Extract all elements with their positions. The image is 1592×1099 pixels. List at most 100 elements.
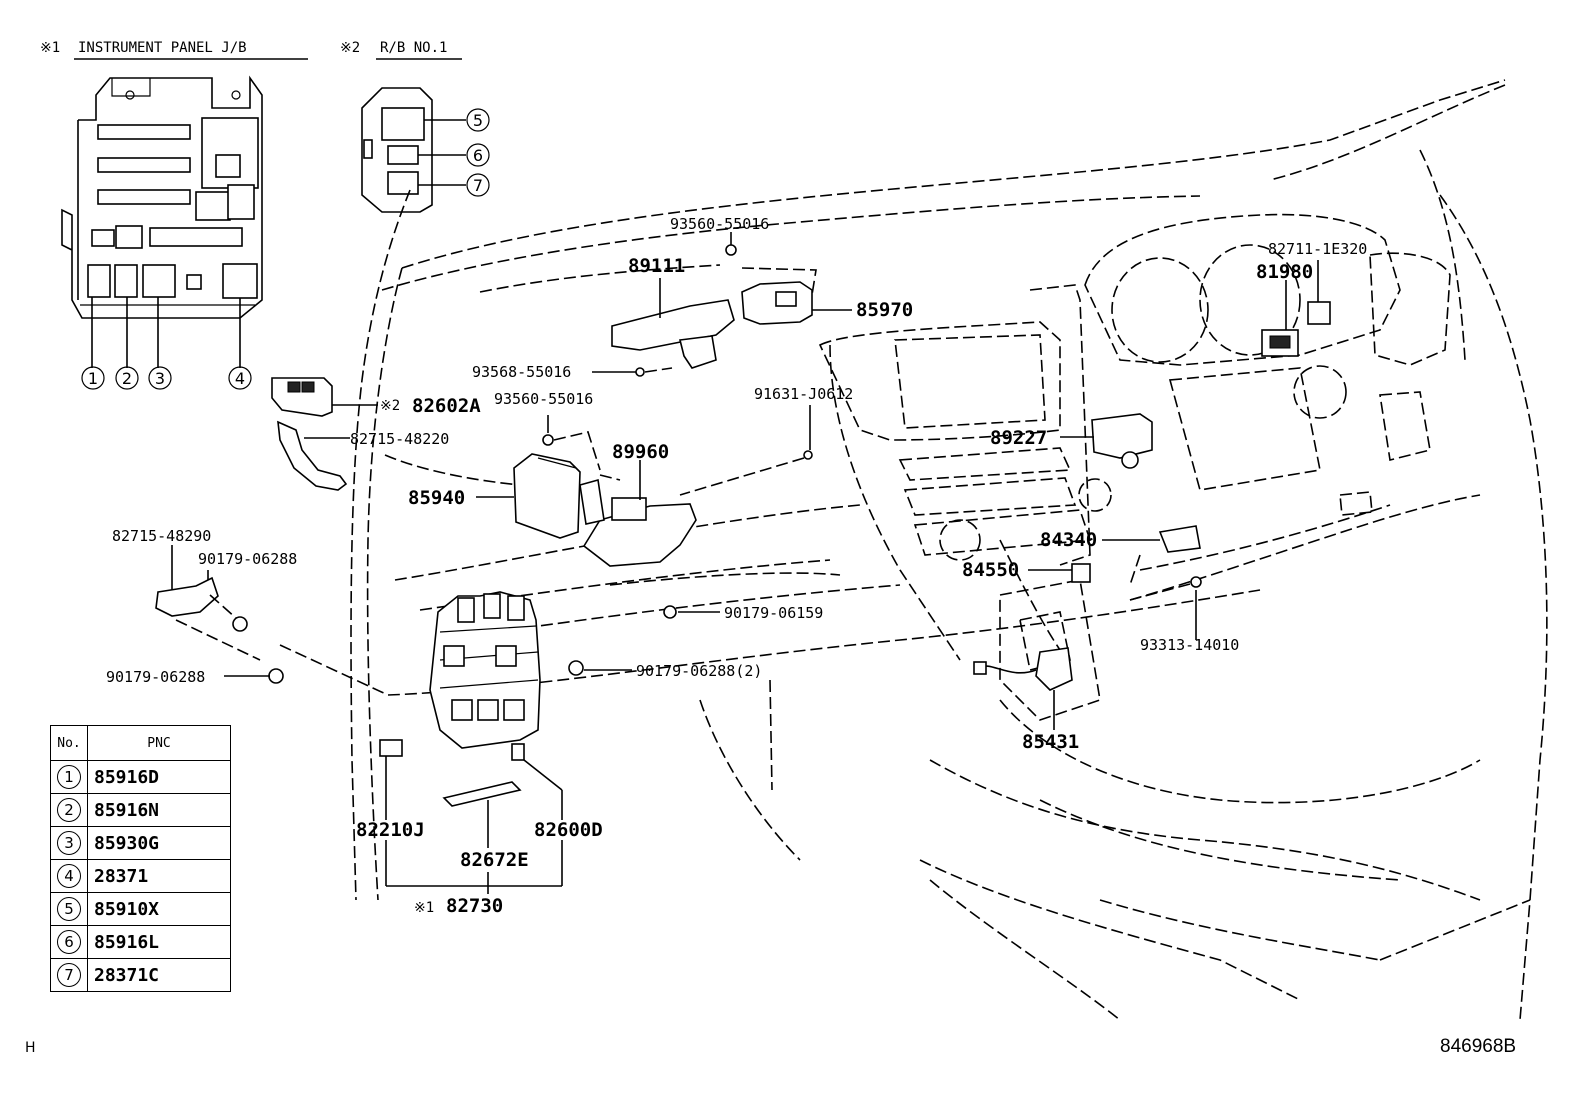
bracket-82730 xyxy=(385,840,563,894)
center-console-outline xyxy=(818,284,1112,721)
label-84550: 84550 xyxy=(962,559,1019,581)
table-row: 7 28371C xyxy=(50,958,231,992)
svg-text:1: 1 xyxy=(88,369,98,388)
instrument-cluster-outline xyxy=(1084,213,1451,516)
table-row: 2 85916N xyxy=(50,793,231,827)
label-93313-14010: 93313-14010 xyxy=(1140,636,1239,654)
label-85970: 85970 xyxy=(856,299,913,321)
circle-2: 2 xyxy=(115,366,139,390)
part-82730-jb xyxy=(429,591,541,749)
diagram-id: 846968B xyxy=(1440,1036,1517,1057)
row-pnc: 85910X xyxy=(87,892,231,926)
part-85431 xyxy=(973,647,1073,730)
svg-text:4: 4 xyxy=(235,369,245,388)
table-row: 5 85910X xyxy=(50,892,231,926)
bolt-91631-j0612 xyxy=(679,405,813,496)
circle-5: 5 xyxy=(466,108,490,132)
row-number: 5 xyxy=(57,897,81,921)
bracket-dash-c xyxy=(279,644,389,696)
circle-1: 1 xyxy=(81,366,105,390)
part-89227 xyxy=(1060,413,1153,469)
part-82715-48290 xyxy=(155,545,219,617)
row-pnc: 85916N xyxy=(87,793,231,827)
row-number: 4 xyxy=(57,864,81,888)
circle-4: 4 xyxy=(228,366,252,390)
row-number: 2 xyxy=(57,798,81,822)
table-header-pnc: PNC xyxy=(87,725,231,761)
table-row: 3 85930G xyxy=(50,826,231,860)
label-89960: 89960 xyxy=(612,441,669,463)
svg-text:5: 5 xyxy=(473,111,483,130)
row-number: 7 xyxy=(57,963,81,987)
table-header-no: No. xyxy=(50,725,88,761)
svg-text:3: 3 xyxy=(155,369,165,388)
row-number: 6 xyxy=(57,930,81,954)
bracket-dash-a xyxy=(175,619,261,661)
label-82602a-mark: ※2 xyxy=(380,398,400,414)
label-81980: 81980 xyxy=(1256,261,1313,283)
part-82602a xyxy=(271,377,378,417)
label-90179-06159: 90179-06159 xyxy=(724,604,823,622)
table-header-row: No. PNC xyxy=(50,725,231,761)
label-82602a: 82602A xyxy=(412,395,481,417)
part-81980 xyxy=(1261,280,1299,357)
part-82711-1e320 xyxy=(1307,260,1331,325)
footer-left-mark: H xyxy=(25,1040,36,1056)
circle-3: 3 xyxy=(148,366,172,390)
row-pnc: 28371C xyxy=(87,958,231,992)
svg-text:7: 7 xyxy=(473,176,483,195)
label-82600d: 82600D xyxy=(534,819,603,841)
part-89960 xyxy=(579,460,697,567)
label-84340: 84340 xyxy=(1040,529,1097,551)
bolt-93568-55016 xyxy=(592,367,673,377)
part-89111 xyxy=(611,278,735,369)
label-82711-1e320: 82711-1E320 xyxy=(1268,240,1367,258)
jb-mark: ※1 xyxy=(40,40,60,56)
nut-90179-06159 xyxy=(663,605,720,619)
bolt-93313-14010 xyxy=(1129,576,1202,640)
rb-title: R/B NO.1 xyxy=(380,40,447,56)
part-85940 xyxy=(476,453,581,539)
row-pnc: 85916D xyxy=(87,760,231,794)
label-93560-55016-mid: 93560-55016 xyxy=(494,390,593,408)
label-90179-06288-a: 90179-06288 xyxy=(198,550,297,568)
label-89227: 89227 xyxy=(990,427,1047,449)
label-85431: 85431 xyxy=(1022,731,1079,753)
part-82715-48220 xyxy=(277,420,350,491)
part-84340 xyxy=(1102,525,1201,586)
label-90179-06288-2: 90179-06288(2) xyxy=(636,662,762,680)
nut-90179-06288-b xyxy=(224,668,284,684)
label-89111: 89111 xyxy=(628,255,685,277)
row-number: 1 xyxy=(57,765,81,789)
row-pnc: 85930G xyxy=(87,826,231,860)
nut-90179-06288-a xyxy=(232,616,248,632)
table-row: 1 85916D xyxy=(50,760,231,794)
svg-text:2: 2 xyxy=(122,369,132,388)
circle-6: 6 xyxy=(466,143,490,167)
pnc-table: No. PNC 1 85916D 2 85916N 3 85930G 4 283… xyxy=(50,725,231,992)
nut-90179-06288-2 xyxy=(568,660,632,676)
label-85940: 85940 xyxy=(408,487,465,509)
part-82210j xyxy=(379,739,403,820)
bracket-dash-b xyxy=(209,594,237,619)
table-row: 6 85916L xyxy=(50,925,231,959)
row-number: 3 xyxy=(57,831,81,855)
part-85970 xyxy=(741,267,852,325)
dashboard-outline xyxy=(350,79,1548,1021)
part-82600d xyxy=(511,743,563,820)
label-93560-55016-top: 93560-55016 xyxy=(670,215,769,233)
instrument-panel-jb-drawing xyxy=(61,75,263,368)
rb-mark: ※2 xyxy=(340,40,360,56)
rb-no1-drawing xyxy=(361,87,466,213)
jb-title: INSTRUMENT PANEL J/B xyxy=(78,40,247,56)
label-93568-55016: 93568-55016 xyxy=(472,363,571,381)
circle-7: 7 xyxy=(466,173,490,197)
row-pnc: 28371 xyxy=(87,859,231,893)
bolt-93560-55016-mid xyxy=(542,415,601,471)
label-90179-06288-b: 90179-06288 xyxy=(106,668,205,686)
label-82730: 82730 xyxy=(446,895,503,917)
svg-text:6: 6 xyxy=(473,146,483,165)
label-82715-48290: 82715-48290 xyxy=(112,527,211,545)
label-82672e: 82672E xyxy=(460,849,529,871)
